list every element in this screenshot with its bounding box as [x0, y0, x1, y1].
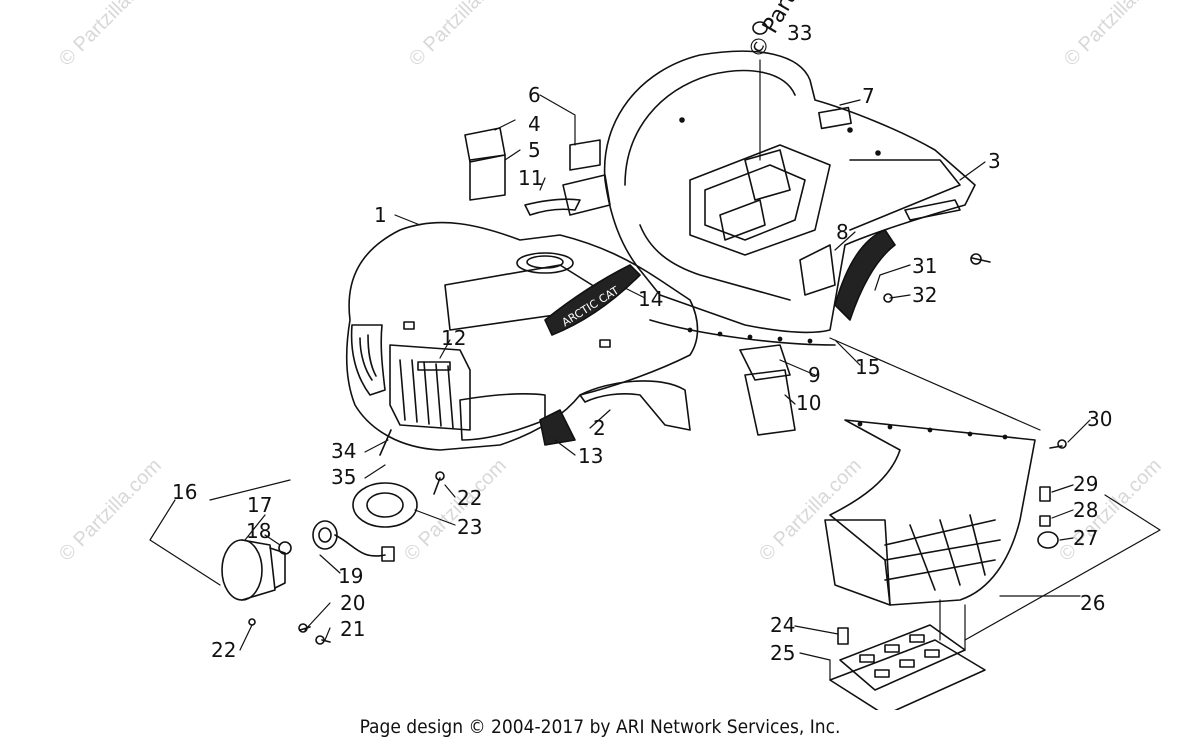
- callout-10: 10: [796, 391, 821, 415]
- callout-16: 16: [172, 480, 197, 504]
- callout-22b: 22: [211, 638, 236, 662]
- callout-17: 17: [247, 493, 272, 517]
- callout-25: 25: [770, 641, 795, 665]
- callout-23: 23: [457, 515, 482, 539]
- callout-21: 21: [340, 617, 365, 641]
- footwell: [824, 419, 1036, 606]
- callout-15: 15: [855, 355, 880, 379]
- callout-4: 4: [528, 112, 541, 136]
- footpeg: [829, 624, 986, 710]
- callout-1: 1: [374, 203, 387, 227]
- callout-27: 27: [1073, 526, 1098, 550]
- callout-33: 33: [787, 21, 812, 45]
- callout-6: 6: [528, 83, 541, 107]
- callout-labels: 1 2 3 4 5 6 7 8 9 10 11 12 13 14 15 16 1…: [172, 21, 1112, 665]
- rear-fender: [603, 50, 976, 346]
- callout-20: 20: [340, 591, 365, 615]
- exploded-view-drawing: ARCTIC CAT: [149, 0, 1161, 710]
- callout-30: 30: [1087, 407, 1112, 431]
- callout-34: 34: [331, 439, 356, 463]
- callout-12: 12: [441, 326, 466, 350]
- callout-35: 35: [331, 465, 356, 489]
- callout-8: 8: [836, 220, 849, 244]
- headlight-assembly: [221, 482, 418, 601]
- callout-29: 29: [1073, 472, 1098, 496]
- front-fender: ARCTIC CAT: [345, 221, 699, 451]
- callout-7: 7: [862, 84, 875, 108]
- leader-lines: [149, 59, 1161, 681]
- callout-24: 24: [770, 613, 795, 637]
- callout-11: 11: [518, 166, 543, 190]
- callout-18: 18: [246, 519, 271, 543]
- callout-28: 28: [1073, 498, 1098, 522]
- callout-22a: 22: [457, 486, 482, 510]
- callout-13: 13: [578, 444, 603, 468]
- callout-14: 14: [638, 287, 663, 311]
- page-footer: Page design © 2004-2017 by ARI Network S…: [359, 716, 841, 738]
- callout-26: 26: [1080, 591, 1105, 615]
- callout-5: 5: [528, 138, 541, 162]
- callout-2: 2: [593, 416, 606, 440]
- callout-19: 19: [338, 564, 363, 588]
- callout-3: 3: [988, 149, 1001, 173]
- callout-9: 9: [808, 363, 821, 387]
- decals: [464, 127, 796, 436]
- fasteners: [248, 21, 1067, 645]
- callout-32: 32: [912, 283, 937, 307]
- callout-31: 31: [912, 254, 937, 278]
